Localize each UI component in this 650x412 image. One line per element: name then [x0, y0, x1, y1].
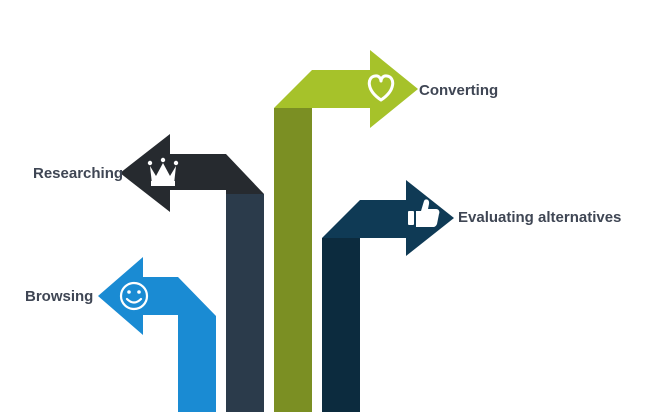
converting-arrow-stem — [274, 108, 312, 412]
heart-icon — [367, 74, 395, 102]
browsing-arrow — [98, 257, 216, 412]
researching-arrow — [120, 134, 264, 412]
browsing-label: Browsing — [25, 288, 94, 305]
crown-icon — [147, 157, 179, 186]
converting-label: Converting — [419, 82, 499, 99]
evaluating-alternatives-label: Evaluating alternatives — [458, 209, 622, 226]
smiley-face-icon — [119, 281, 149, 311]
evaluating-arrow-stem — [322, 238, 360, 412]
evaluating-arrow — [322, 180, 454, 412]
converting-arrow — [274, 50, 418, 412]
thumbs-up-icon — [408, 199, 440, 227]
evaluating-arrow-head — [322, 180, 454, 256]
converting-arrow-head — [274, 50, 418, 128]
browsing-arrow-stem — [178, 316, 216, 412]
researching-label: Researching — [33, 165, 124, 182]
researching-arrow-head — [120, 134, 264, 212]
researching-arrow-stem — [226, 194, 264, 412]
browsing-arrow-head — [98, 257, 216, 335]
